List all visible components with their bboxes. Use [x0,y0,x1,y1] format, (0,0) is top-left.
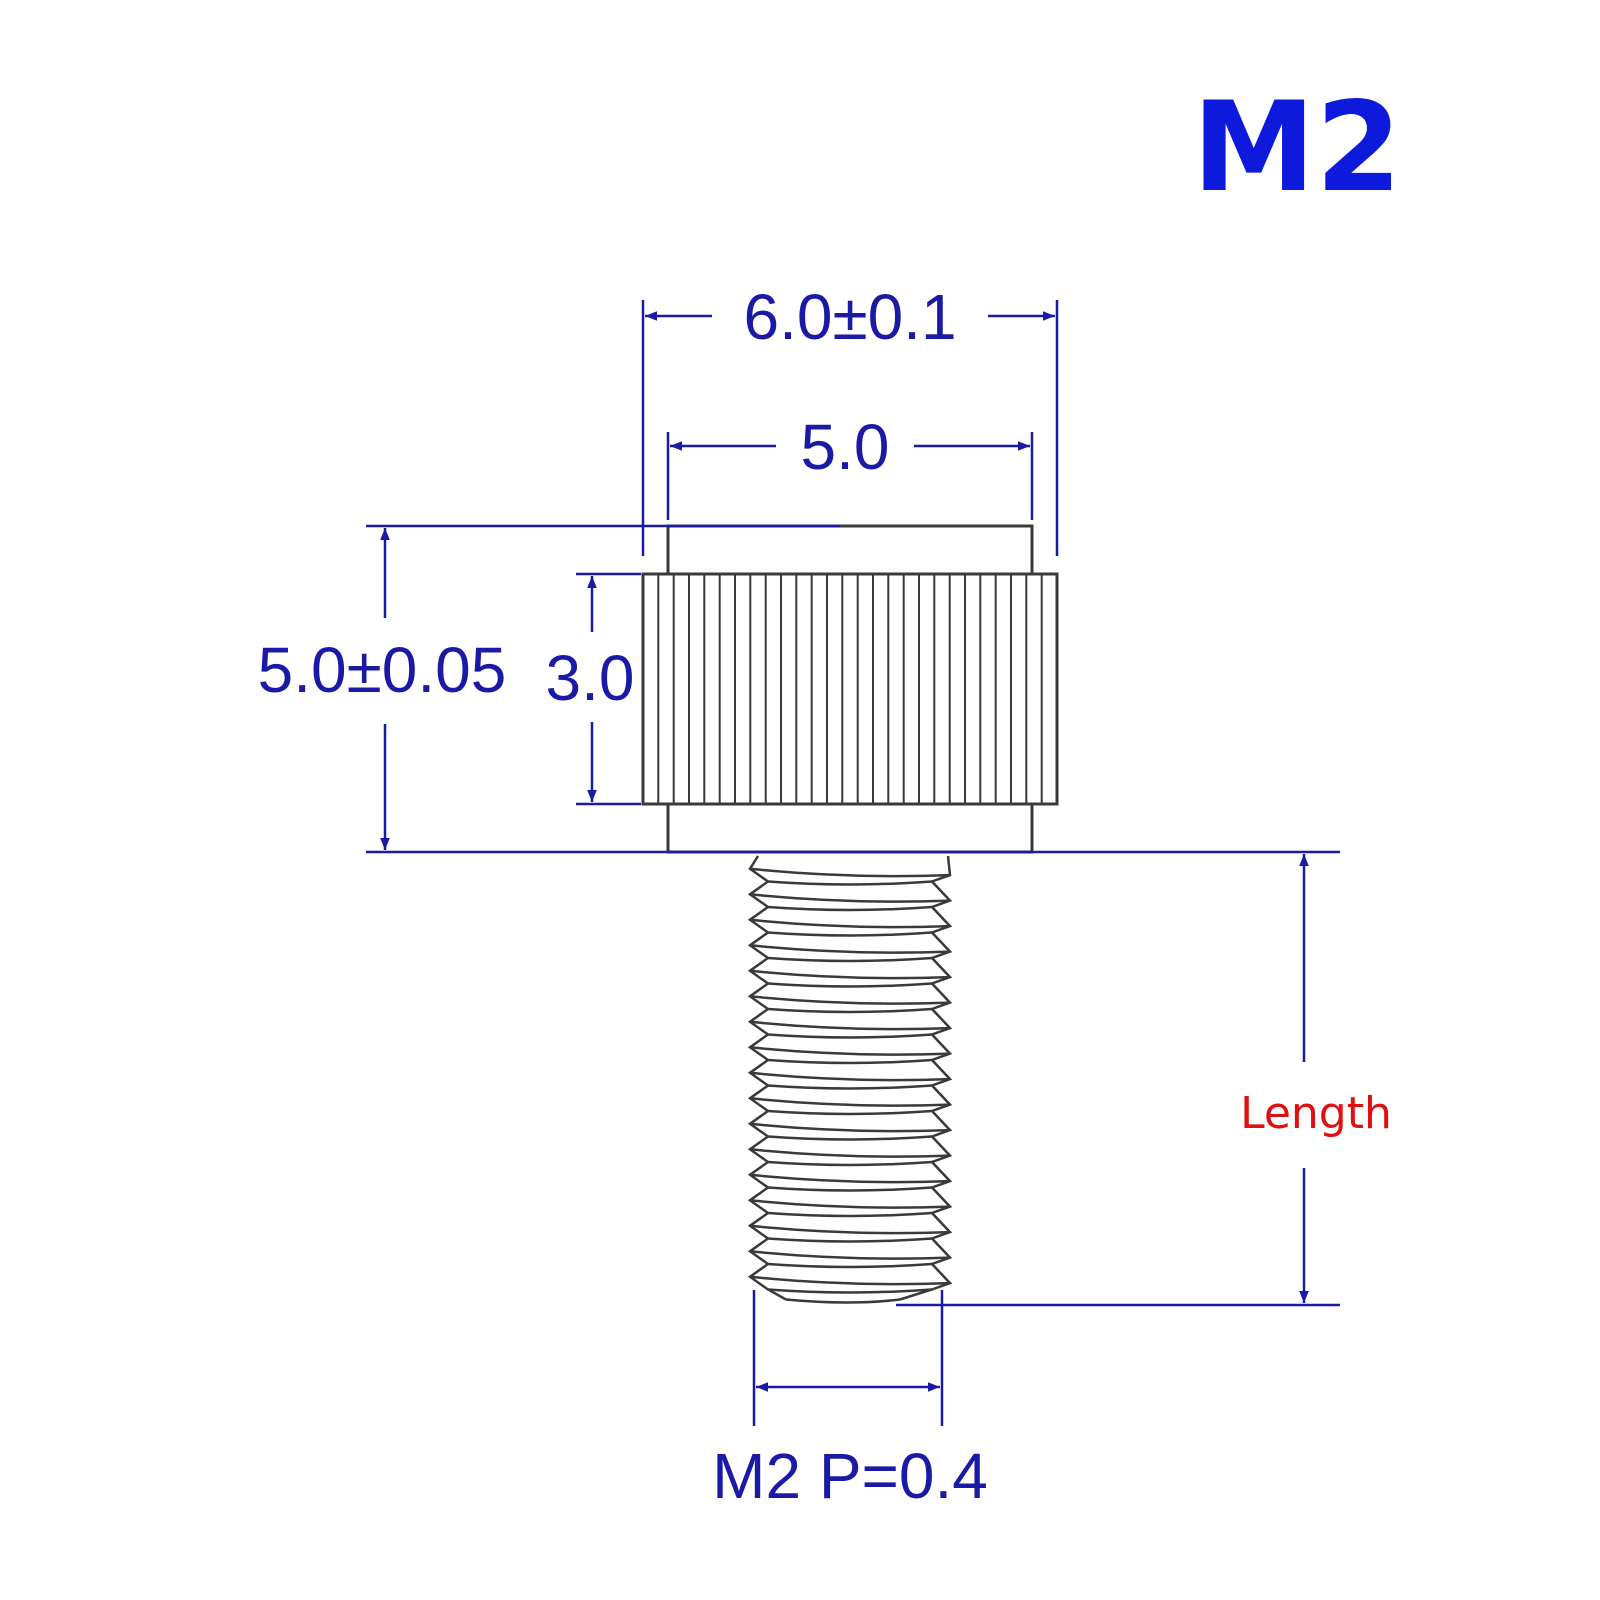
thread-crests [749,867,951,1304]
dim-head-inner-width: 5.0 [801,411,890,483]
thread-crest [749,1046,951,1065]
thread-crest [749,918,951,937]
length-label: Length [1240,1088,1392,1139]
thread-crest [749,1250,951,1269]
thread-crest [749,1071,951,1090]
thread-crest [749,1275,951,1294]
thread-crest [749,944,951,963]
dim-knurl-height: 3.0 [546,642,635,714]
knurl-lines [657,574,1043,804]
thread-crest [749,1199,951,1218]
dim-head-outer-width: 6.0±0.1 [743,281,956,353]
head-top-band [666,524,1034,576]
dimension-lines [366,300,1340,1426]
dim-total-head-height: 5.0±0.05 [258,634,507,706]
thread-crest [749,1148,951,1167]
screw-part [641,524,1059,1304]
thread-spec: M2 P=0.4 [712,1440,988,1512]
thread-crest [749,1097,951,1116]
thread-crest [749,995,951,1014]
thread-crest [749,867,951,886]
head-bottom-band [666,802,1034,854]
thread-crest [749,1173,951,1192]
thread-left-edge [747,855,787,1301]
title: M2 [1192,76,1402,220]
thread-crest [749,969,951,988]
thread-crest [749,893,951,912]
thread-crest [749,1020,951,1039]
thread-crest [749,1122,951,1141]
thread-tip [785,1298,901,1304]
thread-crest [749,1224,951,1243]
